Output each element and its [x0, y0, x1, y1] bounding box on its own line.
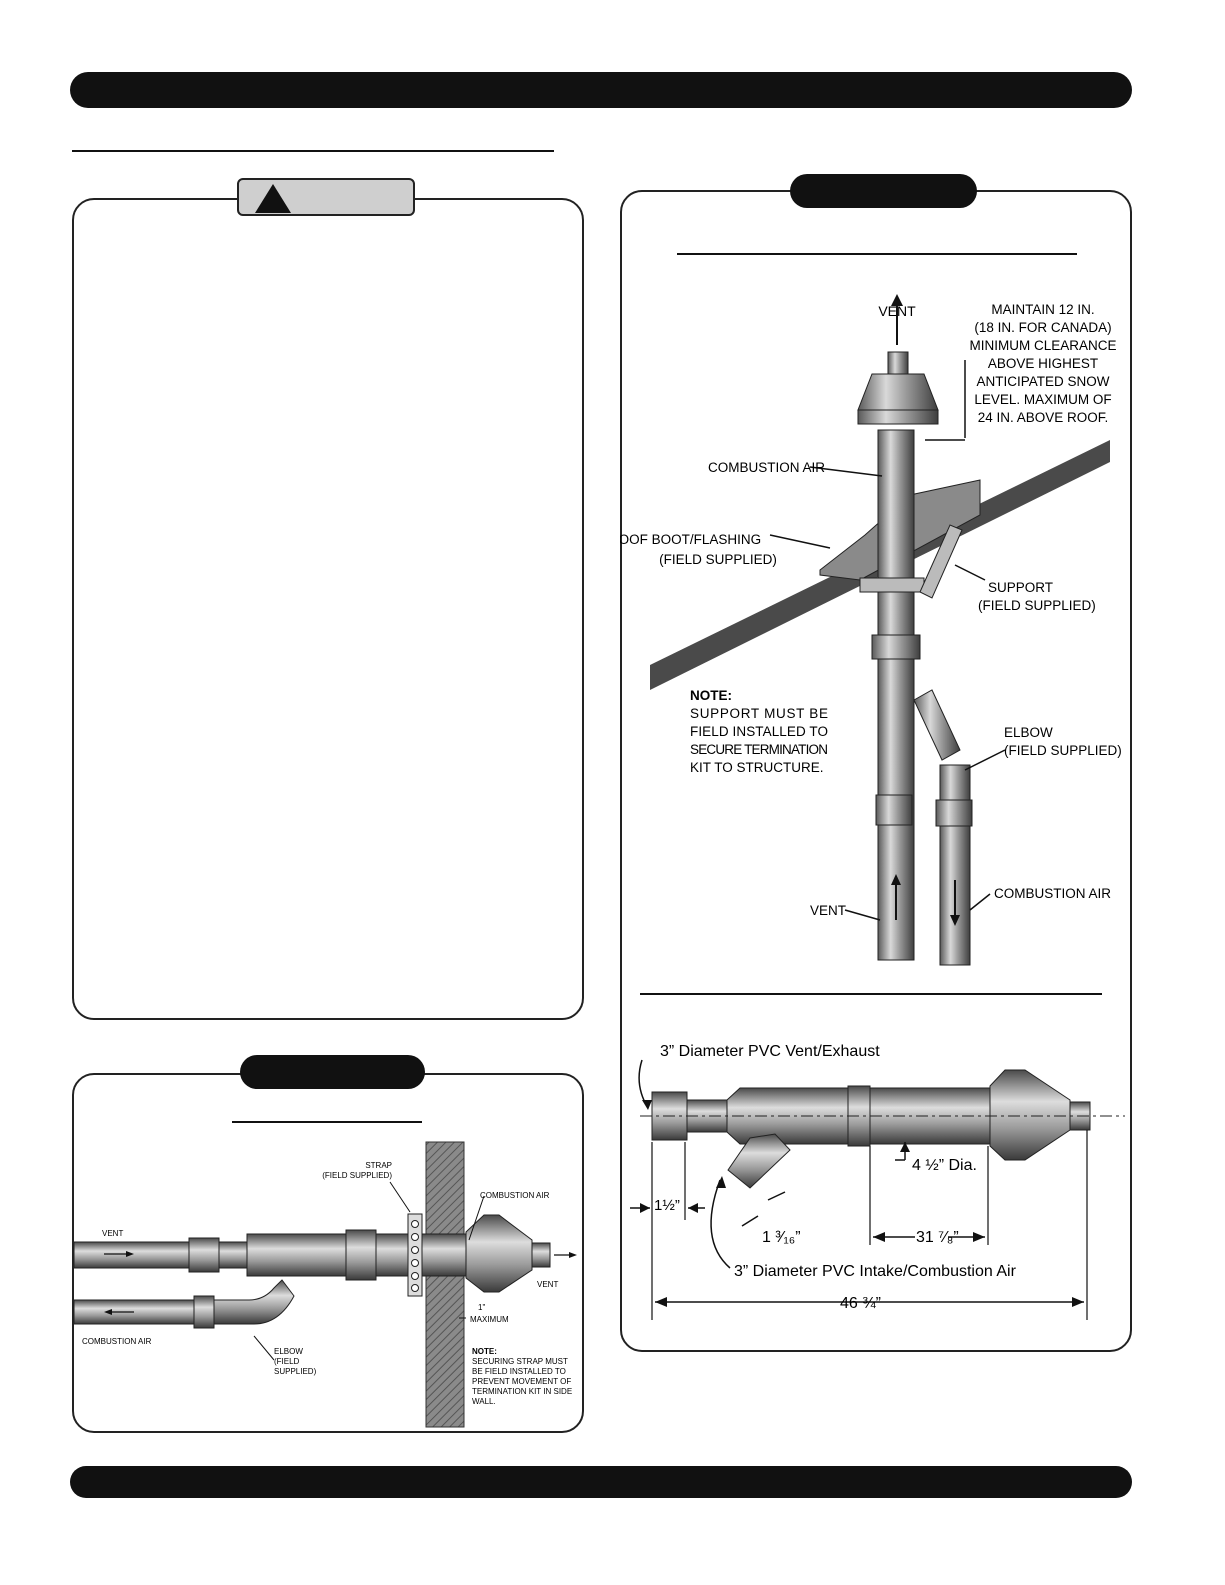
clearance-label-4: ABOVE HIGHEST	[988, 356, 1098, 371]
elbow-label-3: SUPPLIED)	[274, 1367, 317, 1376]
side-wall	[425, 1141, 465, 1428]
combustion-air-top-label: COMBUSTION AIR	[480, 1191, 550, 1200]
sidewall-note-title: NOTE:	[472, 1347, 497, 1356]
warning-triangle-icon	[255, 184, 291, 213]
combustion-air-left-label: COMBUSTION AIR	[82, 1337, 152, 1346]
roof-figure-title-rule	[677, 253, 1077, 255]
support-label-1: SUPPORT	[988, 580, 1053, 595]
sidewall-note-1: SECURING STRAP MUST	[472, 1357, 568, 1366]
combustion-air-bottom-label: COMBUSTION AIR	[994, 886, 1111, 901]
strap-label-1: STRAP	[365, 1161, 392, 1170]
warning-tab	[237, 178, 415, 216]
sidewall-note-2: BE FIELD INSTALLED TO	[472, 1367, 566, 1376]
vent-bottom-label: VENT	[810, 903, 846, 918]
sidewall-termination-diagram: STRAP (FIELD SUPPLIED) COMBUSTION AIR VE…	[74, 1141, 577, 1428]
dim-31-7-8-label: 31 ⁷⁄₈”	[916, 1229, 959, 1246]
clearance-label-7: 24 IN. ABOVE ROOF.	[978, 410, 1109, 425]
max-label-1: 1"	[478, 1303, 485, 1312]
dimension-diagram: 3” Diameter PVC Vent/Exhaust 4 ½” Dia. 1…	[630, 1043, 1125, 1320]
section-heading-rule	[72, 150, 554, 152]
note-line-2: FIELD INSTALLED TO	[690, 724, 828, 739]
footer-bar	[70, 1466, 1132, 1498]
sidewall-note-4: TERMINATION KIT IN SIDE	[472, 1387, 572, 1396]
rain-cap-side	[989, 1069, 1071, 1161]
note-line-1: SUPPORT MUST BE	[690, 706, 828, 721]
vent-right-label: VENT	[537, 1280, 558, 1289]
note-line-4: KIT TO STRUCTURE.	[690, 760, 824, 775]
support-label-2: (FIELD SUPPLIED)	[978, 598, 1096, 613]
rain-cap	[857, 373, 939, 411]
vent-pipe	[877, 429, 915, 961]
support-strap	[859, 577, 925, 593]
note-title: NOTE:	[690, 688, 732, 703]
roof-termination-diagram: VENT MAINTAIN 12 IN. (18 IN. FOR CANADA)…	[620, 294, 1122, 966]
dimension-figure-title-rule	[640, 993, 1102, 995]
intake-label: 3” Diameter PVC Intake/Combustion Air	[734, 1263, 1017, 1280]
elbow-label-1: ELBOW	[1004, 725, 1053, 740]
dim-1-3-16-label: 1 ³⁄₁₆”	[762, 1229, 801, 1246]
combustion-air-pipe	[939, 764, 971, 966]
header-bar	[70, 72, 1132, 108]
clearance-label-1: MAINTAIN 12 IN.	[991, 302, 1094, 317]
vent-exhaust-label: 3” Diameter PVC Vent/Exhaust	[660, 1043, 880, 1060]
sidewall-figure-title-rule	[232, 1121, 422, 1123]
sidewall-note-3: PREVENT MOVEMENT OF	[472, 1377, 571, 1386]
combustion-air-label: COMBUSTION AIR	[708, 460, 825, 475]
vent-left-label: VENT	[102, 1229, 123, 1238]
elbow-side	[213, 1279, 295, 1325]
roof-boot-label-2: (FIELD SUPPLIED)	[659, 552, 777, 567]
warning-panel	[72, 198, 584, 1020]
dim-1-5-label: 1½”	[654, 1197, 680, 1214]
elbow-label-2: (FIELD	[274, 1357, 300, 1366]
strap-label-2: (FIELD SUPPLIED)	[322, 1171, 392, 1180]
intake-branch	[727, 1133, 791, 1189]
max-label-2: MAXIMUM	[470, 1315, 509, 1324]
elbow-label-2: (FIELD SUPPLIED)	[1004, 743, 1122, 758]
vertical-figure-tab	[790, 174, 977, 208]
sidewall-note-5: WALL.	[472, 1397, 496, 1406]
clearance-label-2: (18 IN. FOR CANADA)	[974, 320, 1111, 335]
sidewall-figure-tab	[240, 1055, 425, 1089]
termination-cap	[465, 1214, 533, 1293]
diameter-label: 4 ½” Dia.	[912, 1157, 977, 1174]
clearance-label-5: ANTICIPATED SNOW	[976, 374, 1109, 389]
vent-top-label: VENT	[878, 303, 916, 319]
roof-boot-label-1: ROOF BOOT/FLASHING	[620, 532, 761, 547]
vent-pipe-side	[74, 1241, 190, 1269]
clearance-label-3: MINIMUM CLEARANCE	[969, 338, 1116, 353]
note-line-3: SECURE TERMINATION	[690, 742, 828, 757]
elbow-label-1: ELBOW	[274, 1347, 303, 1356]
clearance-label-6: LEVEL. MAXIMUM OF	[974, 392, 1111, 407]
dim-46-3-4-label: 46 ¾”	[840, 1295, 881, 1312]
